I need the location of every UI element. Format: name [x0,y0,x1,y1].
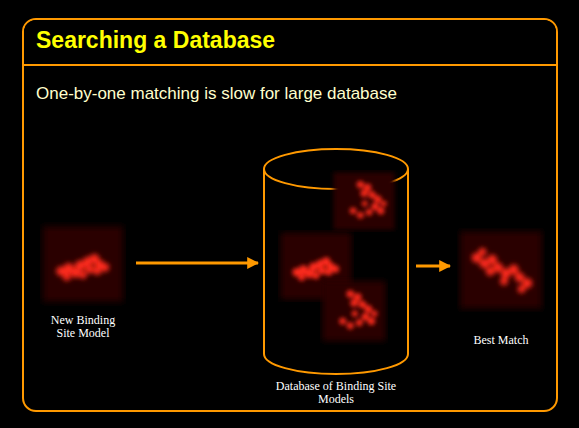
node-label: Best Match [454,334,548,347]
slide-title: Searching a Database [36,27,275,54]
node-label: Database of Binding Site Models [262,380,410,406]
subtitle-text: One-by-one matching is slow for large da… [36,84,397,104]
slide-frame [22,18,558,412]
binding-site-image [43,226,123,301]
binding-site-image [460,231,542,308]
model-image [457,228,545,312]
binding-site-model: New Binding Site Model [36,222,130,340]
binding-site-model: Best Match [454,228,548,347]
node-label: New Binding Site Model [43,314,123,340]
cylinder-outline [262,148,410,376]
database-cylinder: Database of Binding Site Models [262,148,410,406]
binding-site-image [322,281,385,341]
flow-arrow [136,262,258,265]
binding-site-image [333,172,394,230]
flow-arrow [416,265,450,268]
model-image [40,222,126,306]
